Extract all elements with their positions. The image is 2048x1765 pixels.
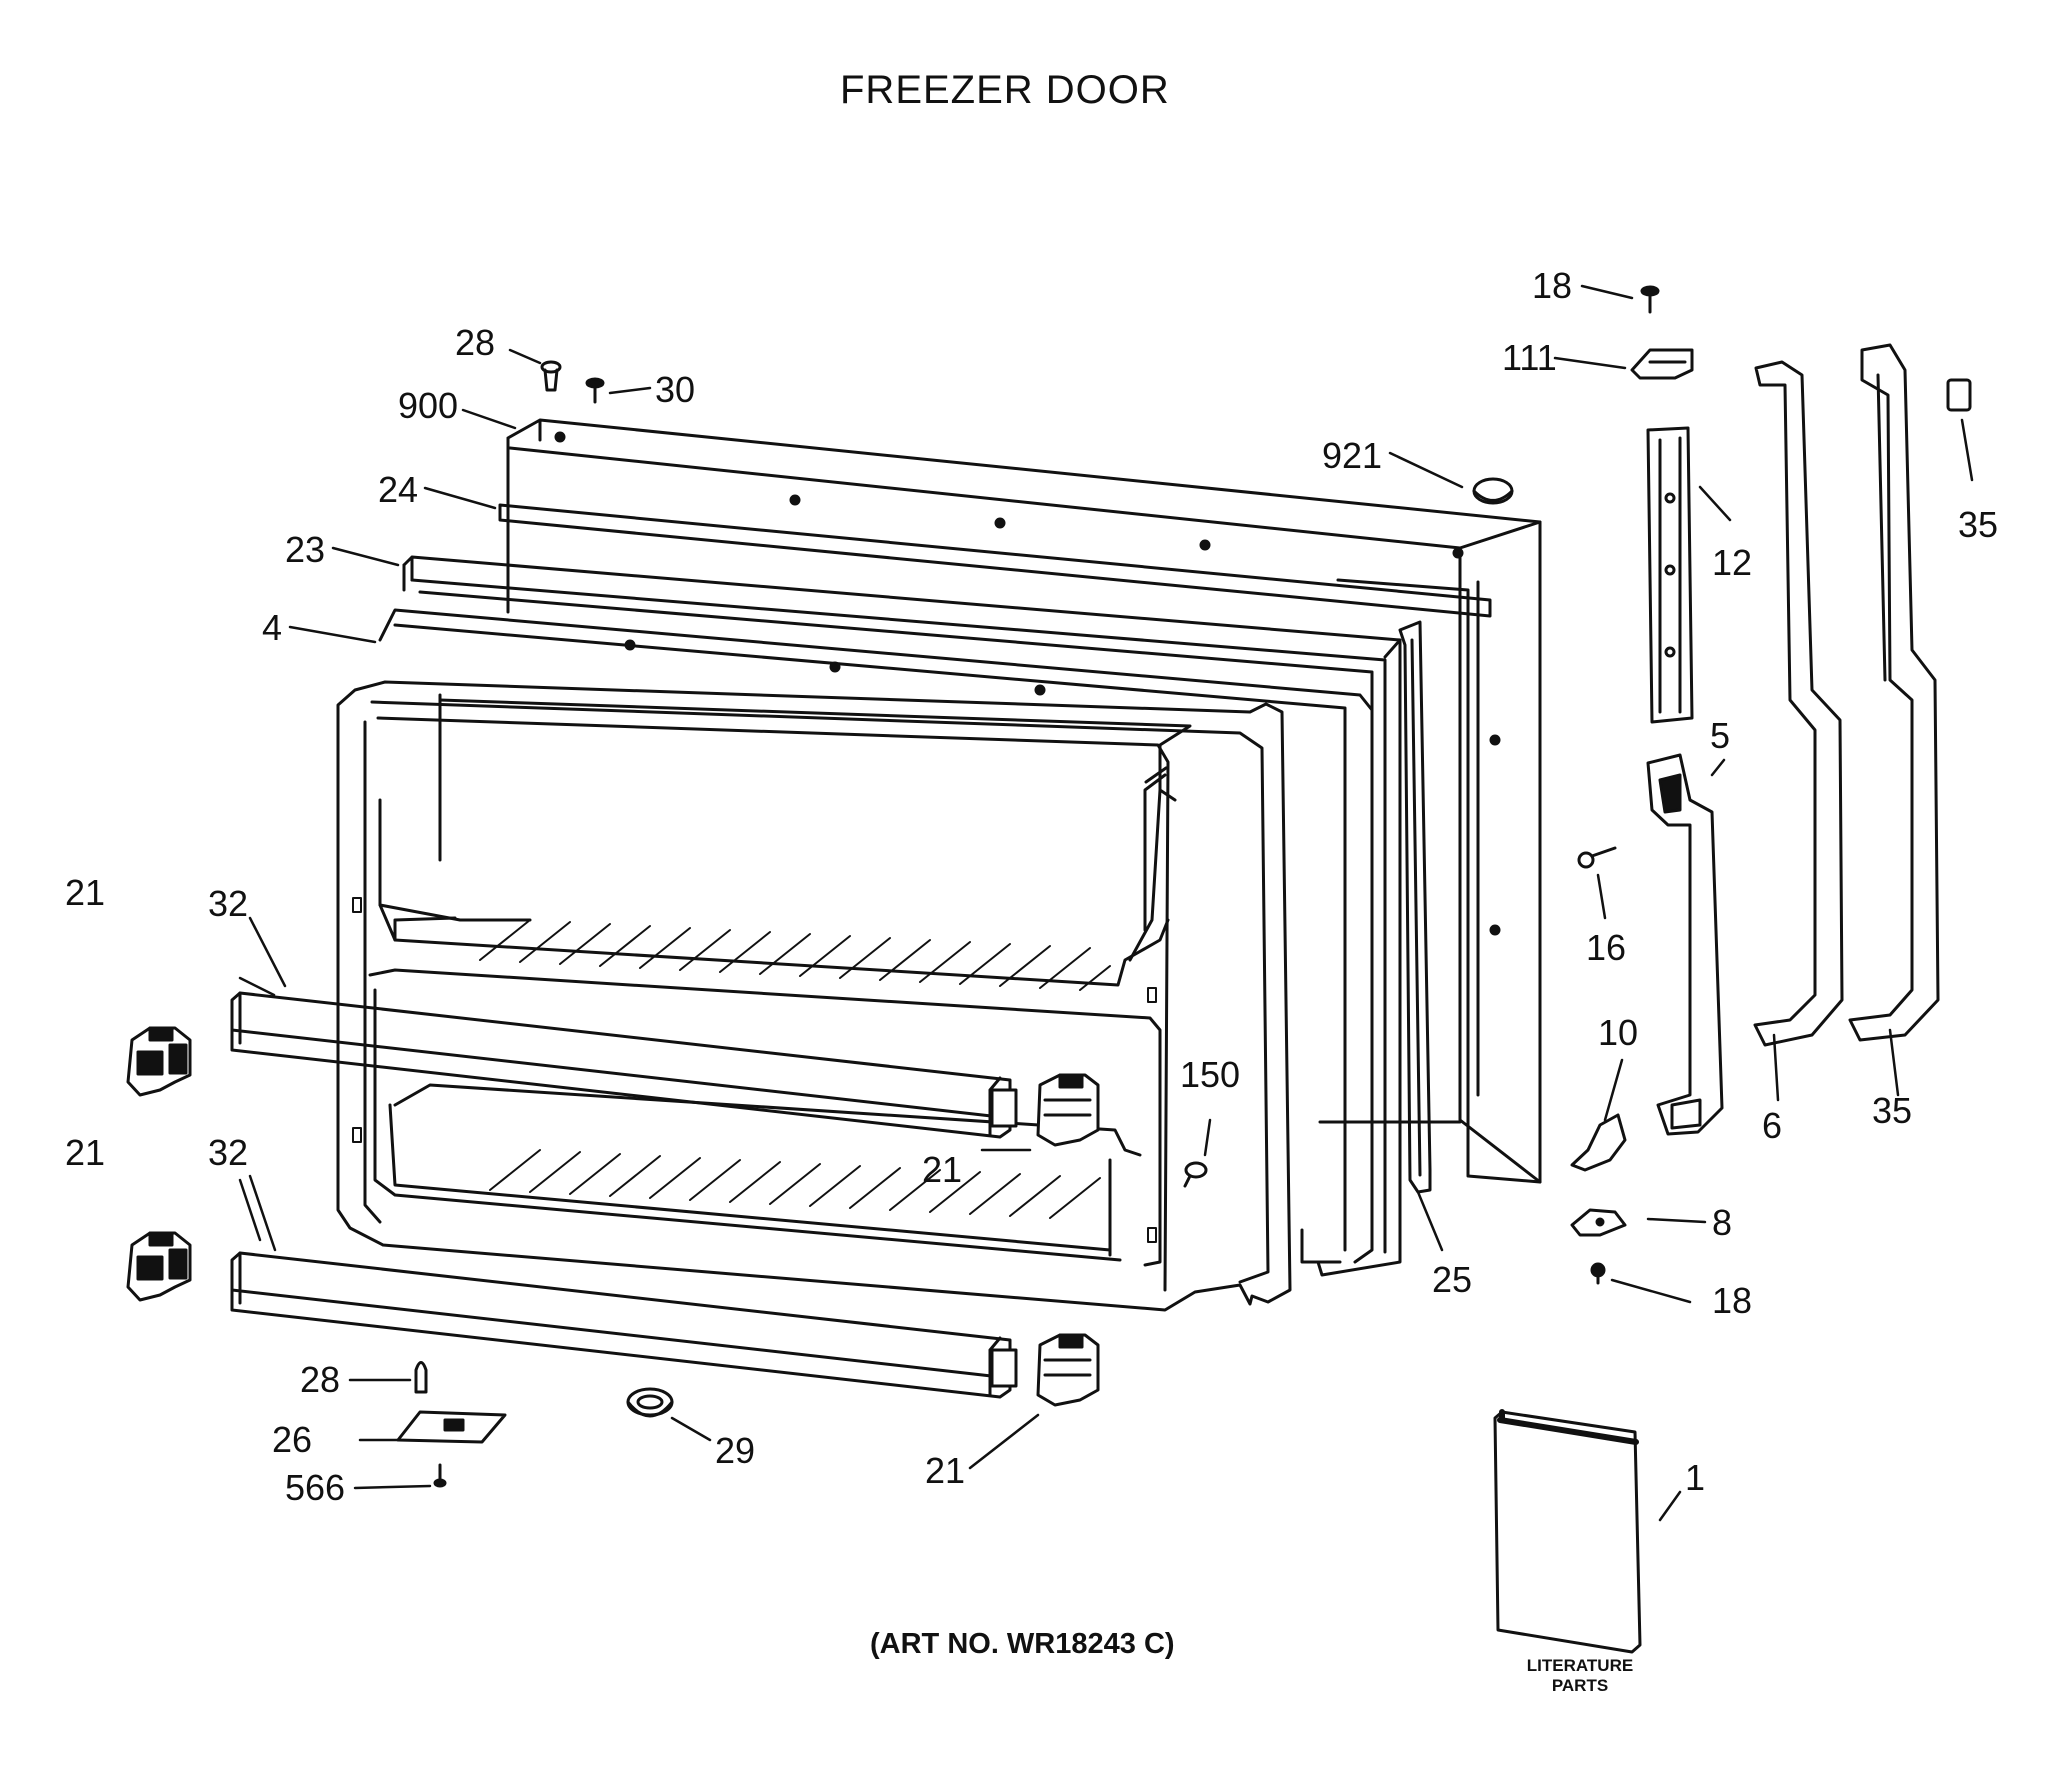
screw-30 bbox=[585, 377, 605, 404]
screw-566 bbox=[433, 1463, 447, 1488]
shelf-clip-right-upper bbox=[1036, 1073, 1100, 1147]
handle-5 bbox=[1646, 753, 1724, 1136]
screw-18-bottom bbox=[1590, 1262, 1606, 1285]
callout-8: 8 bbox=[1712, 1202, 1733, 1243]
callout-32-upper: 32 bbox=[208, 883, 249, 924]
callout-4: 4 bbox=[262, 607, 283, 648]
side-gasket-strip bbox=[1398, 620, 1432, 1194]
plug-button bbox=[1472, 477, 1514, 505]
screw-28-top bbox=[540, 360, 562, 392]
end-cap-35 bbox=[1946, 378, 1972, 412]
leader-lines bbox=[238, 284, 1974, 1522]
handle-bracket-35 bbox=[1848, 343, 1940, 1042]
callout-21-right-lower: 21 bbox=[925, 1450, 966, 1491]
hinge-bracket-12 bbox=[1646, 426, 1694, 724]
art-number: (ART NO. WR18243 C) bbox=[870, 1628, 1175, 1660]
breaker-strip bbox=[378, 608, 1374, 1264]
screw-16 bbox=[1577, 846, 1617, 869]
callout-12: 12 bbox=[1712, 542, 1753, 583]
shelf-bar-lower bbox=[230, 1251, 1018, 1399]
outer-door-panel bbox=[506, 418, 1542, 1184]
shelf-bar-upper bbox=[230, 991, 1018, 1139]
callout-900: 900 bbox=[398, 385, 459, 426]
callout-5: 5 bbox=[1710, 715, 1731, 756]
callout-25: 25 bbox=[1432, 1259, 1473, 1300]
shelf-clip-right-lower bbox=[1036, 1333, 1100, 1407]
literature-parts-label: LITERATURE PARTS bbox=[1505, 1656, 1655, 1696]
callout-29: 29 bbox=[715, 1430, 756, 1471]
callout-921: 921 bbox=[1322, 435, 1383, 476]
hinge-plate-26 bbox=[396, 1410, 507, 1444]
callout-18-top: 18 bbox=[1532, 265, 1573, 306]
callout-35-bracket: 35 bbox=[1872, 1090, 1913, 1131]
callout-10: 10 bbox=[1598, 1012, 1639, 1053]
callout-23: 23 bbox=[285, 529, 326, 570]
inner-door-liner bbox=[336, 680, 1292, 1312]
callout-30: 30 bbox=[655, 369, 696, 410]
shelf-clip-left-lower bbox=[126, 1231, 192, 1302]
literature-line-1: LITERATURE bbox=[1526, 1656, 1634, 1675]
callout-566: 566 bbox=[285, 1467, 346, 1508]
callout-18-bottom: 18 bbox=[1712, 1280, 1753, 1321]
top-trim-strip bbox=[498, 503, 1492, 618]
callout-111: 111 bbox=[1502, 337, 1557, 378]
callout-26: 26 bbox=[272, 1419, 313, 1460]
callout-21-left-upper: 21 bbox=[65, 872, 106, 913]
callout-28-bottom: 28 bbox=[300, 1359, 341, 1400]
handle-bracket-6 bbox=[1753, 360, 1844, 1047]
hinge-cap-111 bbox=[1630, 348, 1694, 380]
screw-18-top bbox=[1640, 285, 1660, 314]
callout-28-top: 28 bbox=[455, 322, 496, 363]
callout-24: 24 bbox=[378, 469, 419, 510]
door-gasket bbox=[402, 555, 1402, 1277]
literature-line-2: PARTS bbox=[1551, 1676, 1609, 1695]
callout-16: 16 bbox=[1586, 927, 1627, 968]
literature-book bbox=[1493, 1409, 1642, 1654]
diagram-title: FREEZER DOOR bbox=[840, 68, 1170, 112]
callout-1: 1 bbox=[1685, 1457, 1706, 1498]
callout-6: 6 bbox=[1762, 1105, 1783, 1146]
shelf-clip-left-upper bbox=[126, 1026, 192, 1097]
callout-21-left-lower: 21 bbox=[65, 1132, 106, 1173]
callout-35-end-cap: 35 bbox=[1958, 504, 1999, 545]
callout-21-right-upper: 21 bbox=[922, 1149, 963, 1190]
callout-150: 150 bbox=[1180, 1054, 1241, 1095]
pin-28-bottom bbox=[414, 1361, 428, 1394]
callout-32-lower: 32 bbox=[208, 1132, 249, 1173]
clip-10 bbox=[1570, 1113, 1627, 1172]
screw-150 bbox=[1183, 1161, 1208, 1188]
hinge-plate-8 bbox=[1570, 1208, 1627, 1237]
plug-29 bbox=[626, 1387, 674, 1418]
